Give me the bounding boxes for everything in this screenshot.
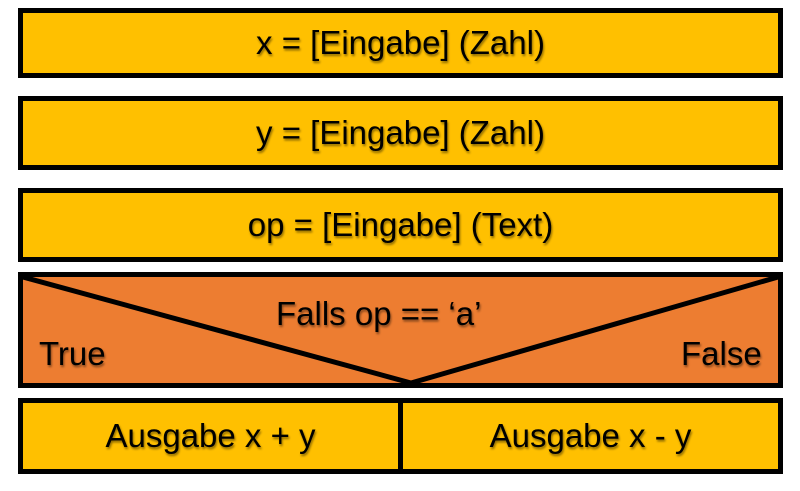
true-branch-text: Ausgabe x + y	[105, 417, 316, 454]
condition-block: Falls op == ‘a’ True False	[18, 272, 783, 388]
condition-label: Falls op == ‘a’	[276, 295, 482, 332]
branch-row: Ausgabe x + y Ausgabe x - y	[18, 398, 783, 474]
condition-diagonal-left	[23, 277, 412, 383]
statement-block-op-input: op = [Eingabe] (Text)	[18, 188, 783, 262]
true-label: True	[39, 335, 106, 372]
true-branch-block: Ausgabe x + y	[23, 403, 398, 469]
statement-text: op = [Eingabe] (Text)	[247, 206, 554, 243]
statement-block-y-input: y = [Eingabe] (Zahl)	[18, 96, 783, 170]
statement-block-x-input: x = [Eingabe] (Zahl)	[18, 8, 783, 78]
statement-text: x = [Eingabe] (Zahl)	[256, 24, 545, 61]
false-label: False	[681, 335, 762, 372]
false-branch-text: Ausgabe x - y	[489, 417, 692, 454]
statement-text: y = [Eingabe] (Zahl)	[256, 114, 545, 151]
condition-background	[23, 277, 778, 383]
condition-triangle-graphic	[23, 277, 778, 383]
false-branch-block: Ausgabe x - y	[398, 403, 778, 469]
condition-diagonal-right	[410, 277, 778, 383]
